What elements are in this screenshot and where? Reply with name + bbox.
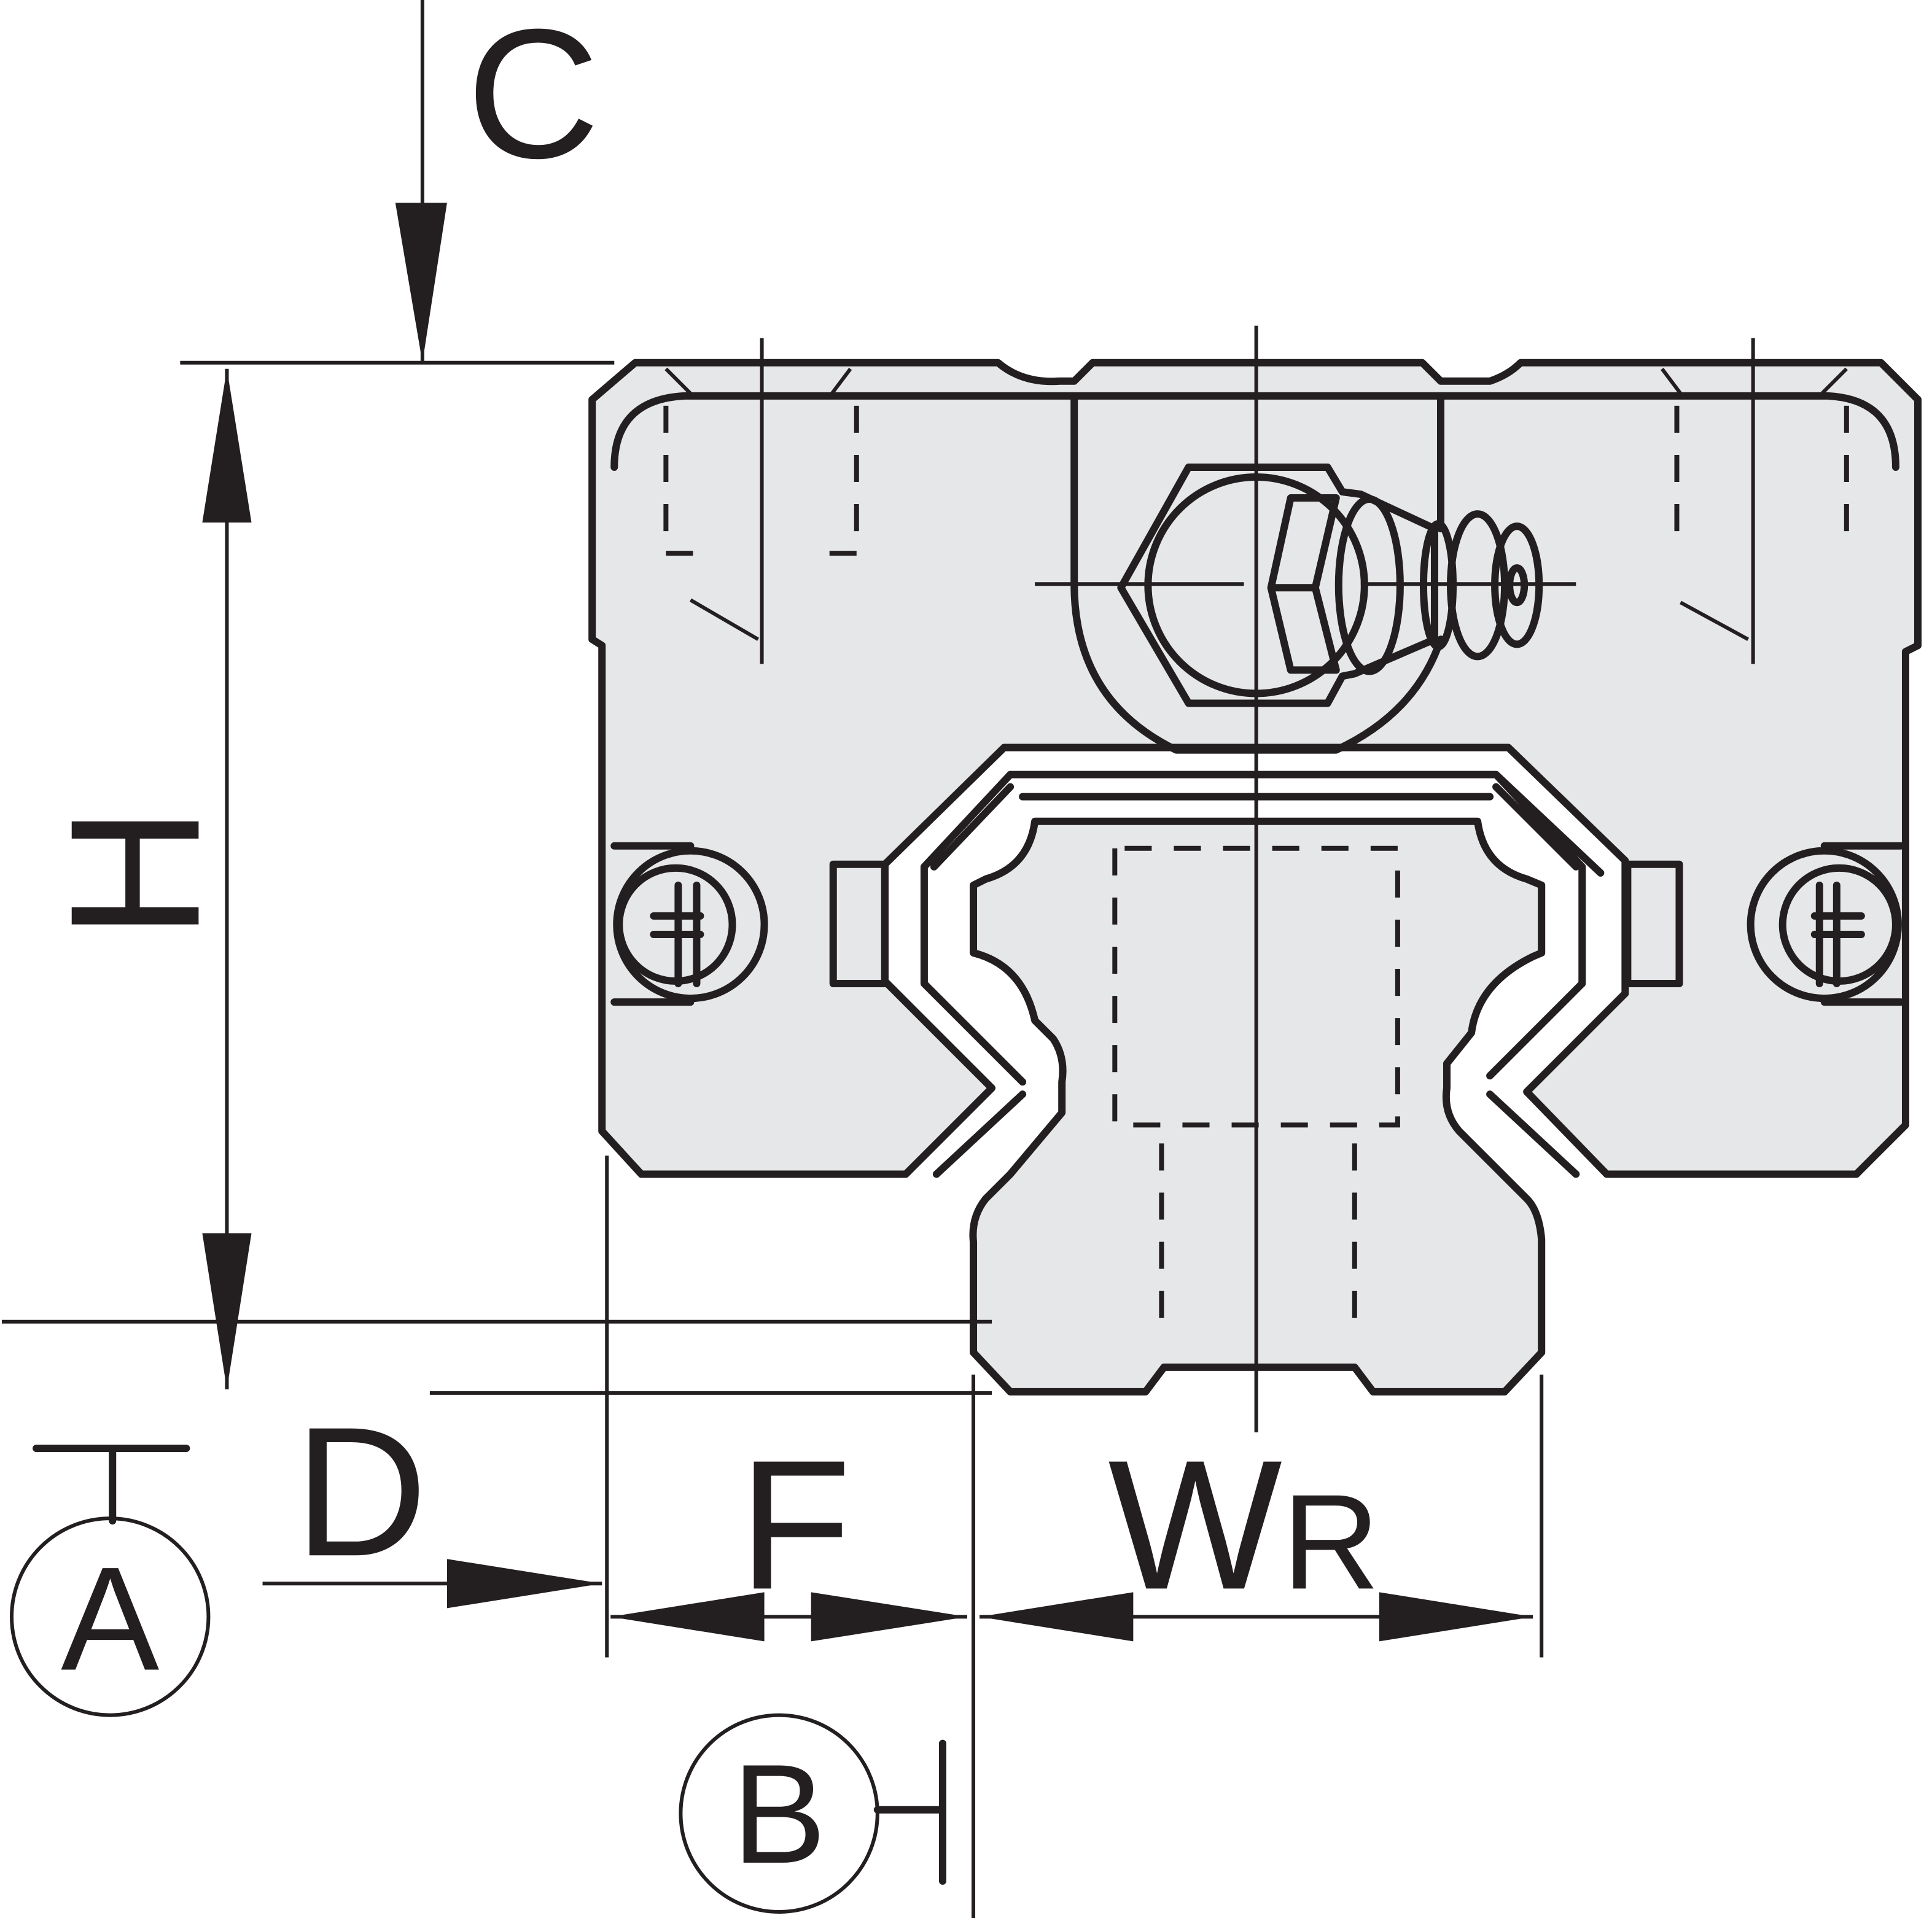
- dim-c-label: C: [467, 0, 600, 196]
- datum-symbols: A B: [10, 1445, 946, 1914]
- dimension-lines: [1, 0, 1544, 1918]
- mounting-screws: [610, 842, 1904, 1006]
- side-seals: [829, 860, 1683, 988]
- dim-d-label: D: [294, 1388, 427, 1594]
- dim-f-label: F: [739, 1421, 851, 1628]
- dim-wr-label: WR: [1108, 1421, 1380, 1628]
- h-arrow-bottom: [202, 1233, 252, 1389]
- guide-rail: [920, 771, 1605, 1396]
- datum-b-label: B: [732, 1735, 827, 1893]
- d-arrow: [446, 1559, 602, 1609]
- hidden-lines: [663, 325, 1849, 1432]
- datum-a-label: A: [61, 1536, 159, 1701]
- dim-h-label: H: [31, 806, 238, 939]
- h-arrow-top: [202, 368, 252, 523]
- dim-wr-sub: R: [1282, 1466, 1380, 1617]
- c-arrow: [395, 203, 447, 363]
- dimension-labels: C H D F WR: [31, 0, 1379, 1628]
- dim-wr-main: W: [1108, 1421, 1283, 1628]
